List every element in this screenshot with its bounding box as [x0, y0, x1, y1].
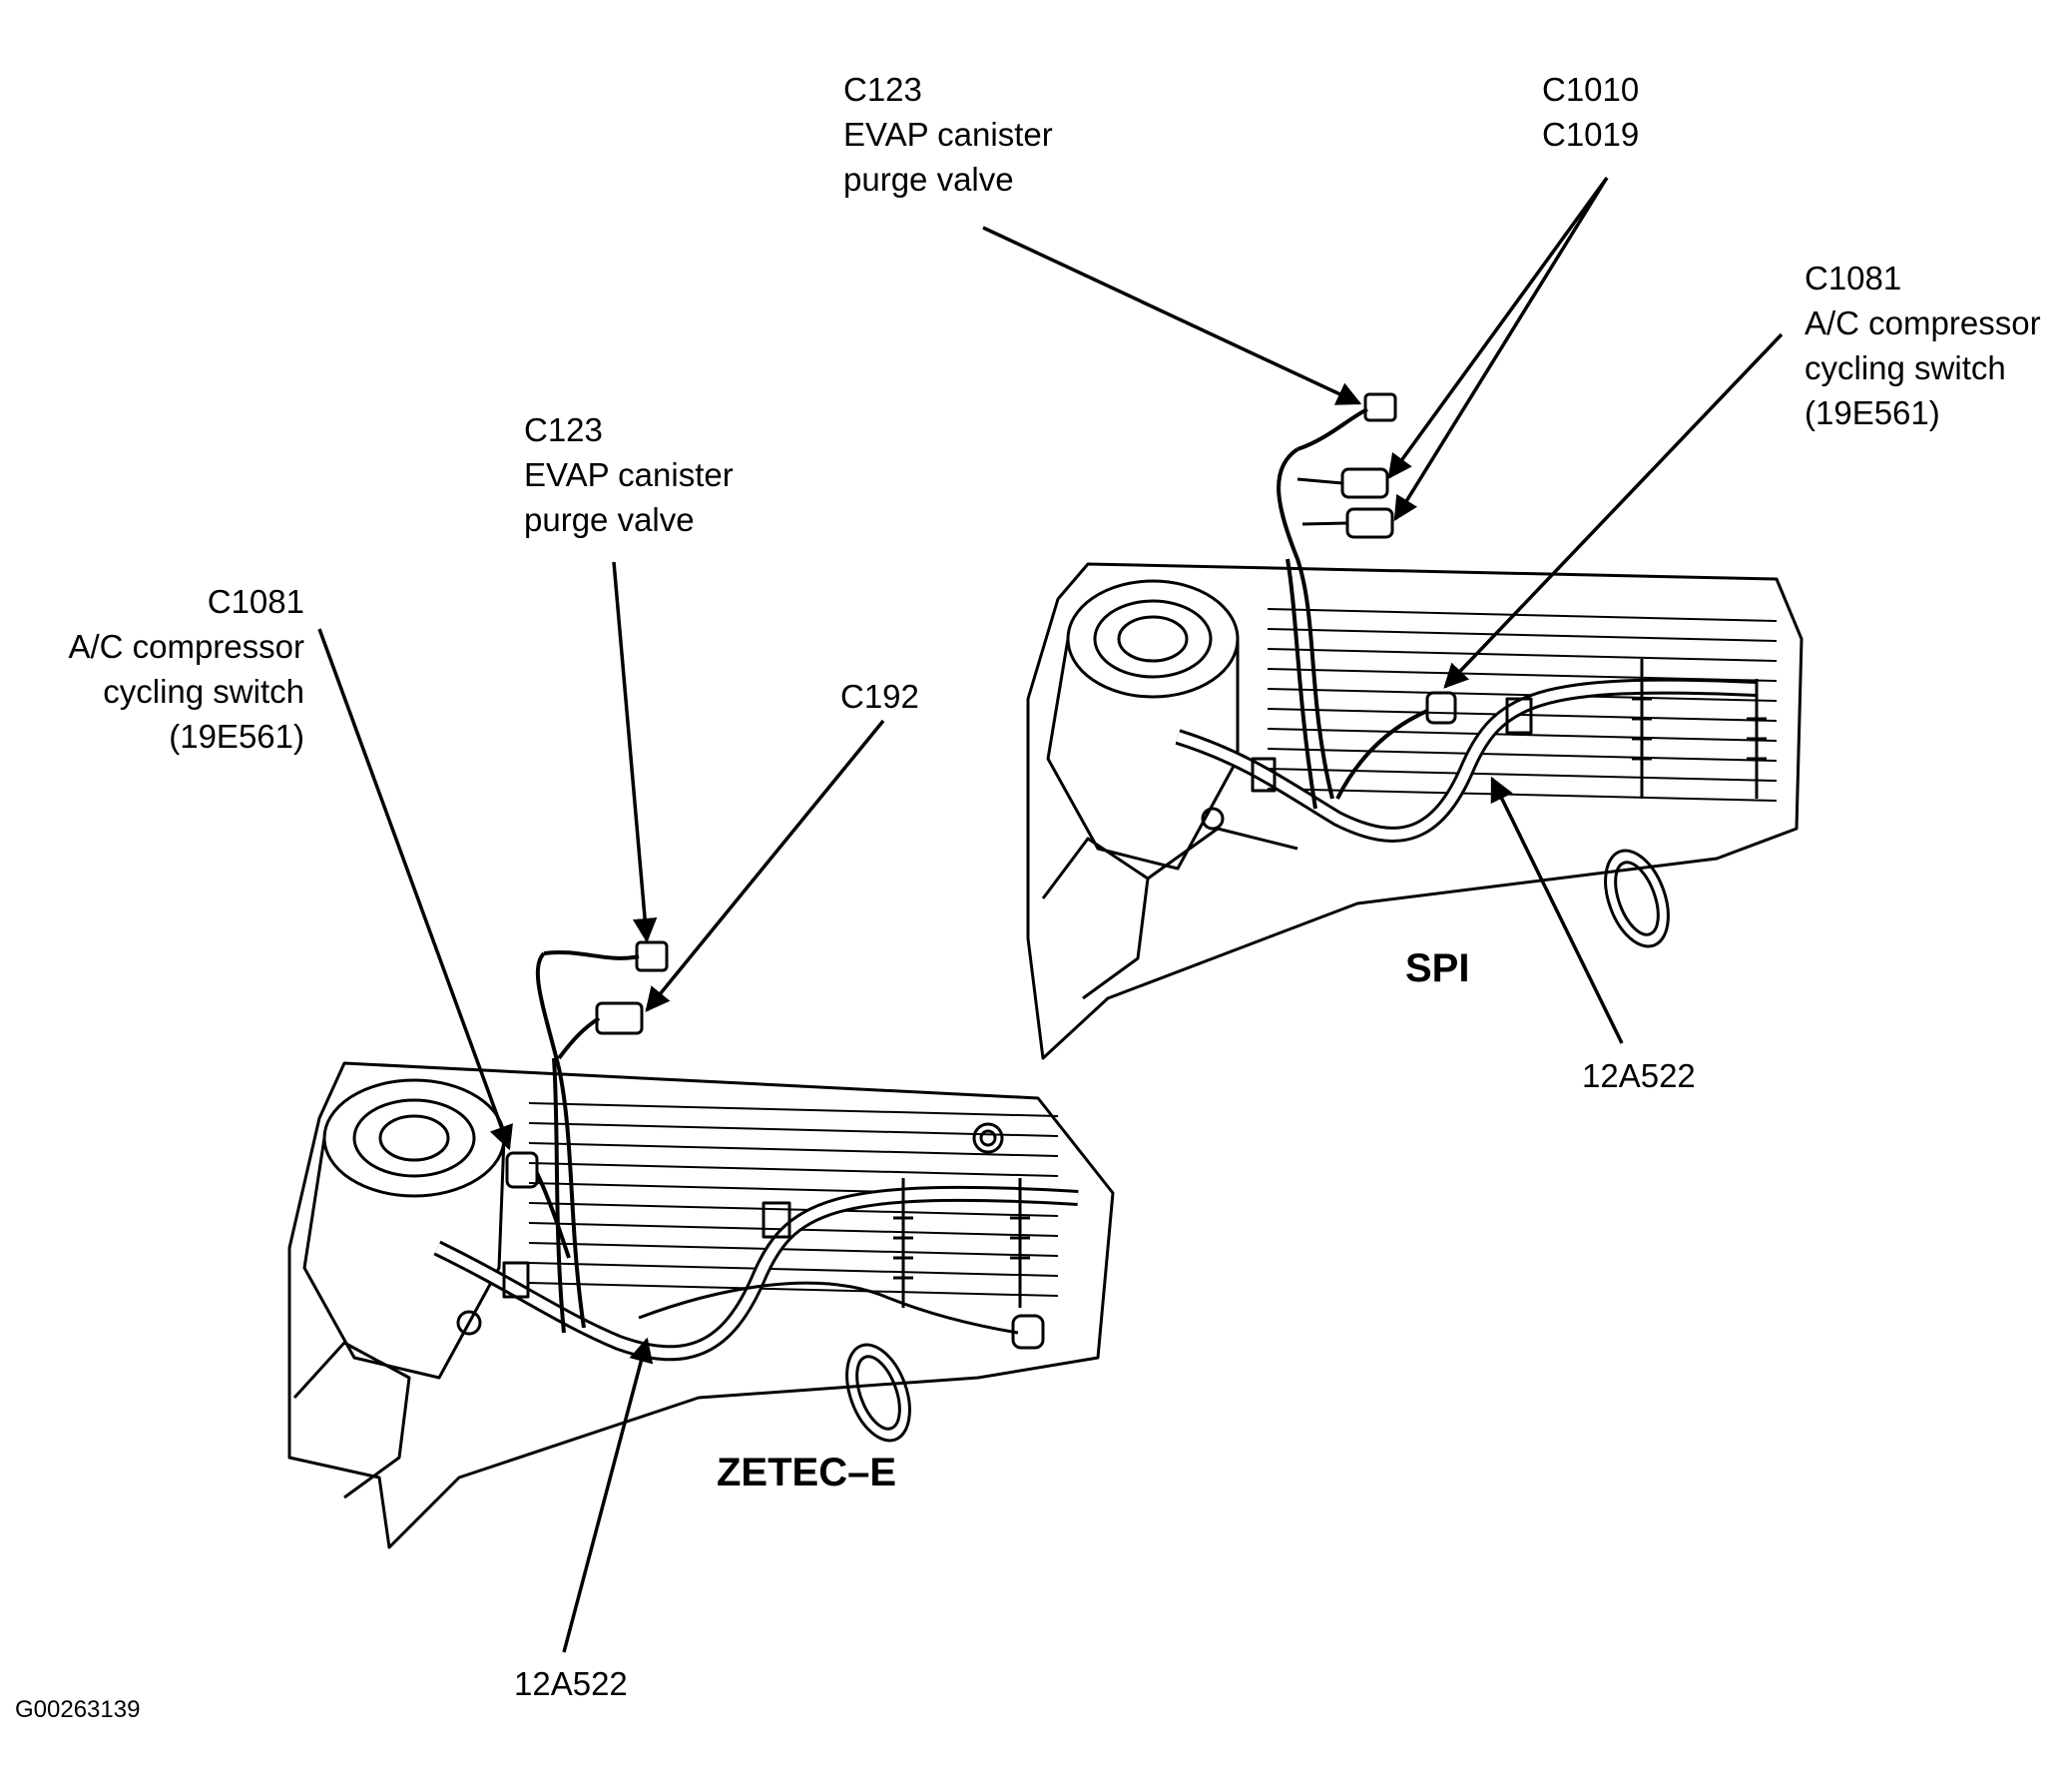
- zetec-ac-part: (19E561): [169, 718, 304, 755]
- leader-lines: [317, 176, 1784, 1653]
- spi-engine-title: SPI: [1405, 946, 1470, 990]
- zetec-evap-label: C123 EVAP canister purge valve: [524, 407, 734, 542]
- zetec-engine-title: ZETEC–E: [717, 1451, 897, 1494]
- zetec-ac-line1: A/C compressor: [68, 628, 304, 665]
- zetec-evap-code: C123: [524, 411, 603, 448]
- spi-connector-code1: C1010: [1542, 71, 1640, 108]
- zetec-harness-leader: [562, 1337, 654, 1653]
- zetec-evap-line1: EVAP canister: [524, 456, 734, 493]
- spi-connectors-label: C1010 C1019: [1542, 67, 1639, 157]
- zetec-ac-line2: cycling switch: [103, 673, 304, 710]
- zetec-evap-leader: [612, 561, 658, 943]
- spi-connector-code2: C1019: [1542, 116, 1640, 153]
- spi-ac-part: (19E561): [1805, 394, 1940, 431]
- figure-id: G00263139: [15, 1696, 141, 1723]
- zetec-evap-line2: purge valve: [524, 501, 695, 538]
- spi-evap-label: C123 EVAP canister purge valve: [843, 67, 1053, 202]
- spi-ac-label: C1081 A/C compressor cycling switch (19E…: [1805, 256, 2041, 435]
- spi-engine-drawing: [1026, 392, 1804, 1060]
- spi-harness-leader: [1490, 776, 1624, 1044]
- spi-harness-label: 12A522: [1582, 1057, 1696, 1094]
- spi-ac-code: C1081: [1805, 260, 1902, 296]
- spi-evap-leader: [982, 226, 1362, 405]
- spi-ac-leader: [1443, 332, 1784, 689]
- spi-evap-line1: EVAP canister: [843, 116, 1053, 153]
- zetec-c192-leader: [645, 719, 885, 1012]
- spi-evap-line2: purge valve: [843, 161, 1014, 198]
- spi-ac-line1: A/C compressor: [1805, 304, 2041, 341]
- zetec-engine-drawing: [287, 940, 1115, 1549]
- spi-connector-leader-2: [1393, 177, 1609, 522]
- zetec-c192-label: C192: [840, 678, 919, 715]
- zetec-harness-label: 12A522: [514, 1665, 628, 1702]
- zetec-ac-label: C1081 A/C compressor cycling switch (19E…: [40, 579, 304, 759]
- zetec-ac-code: C1081: [207, 583, 304, 620]
- spi-ac-line2: cycling switch: [1805, 349, 2006, 386]
- zetec-ac-leader: [317, 628, 513, 1151]
- spi-connector-leader-1: [1387, 176, 1609, 479]
- spi-evap-code: C123: [843, 71, 922, 108]
